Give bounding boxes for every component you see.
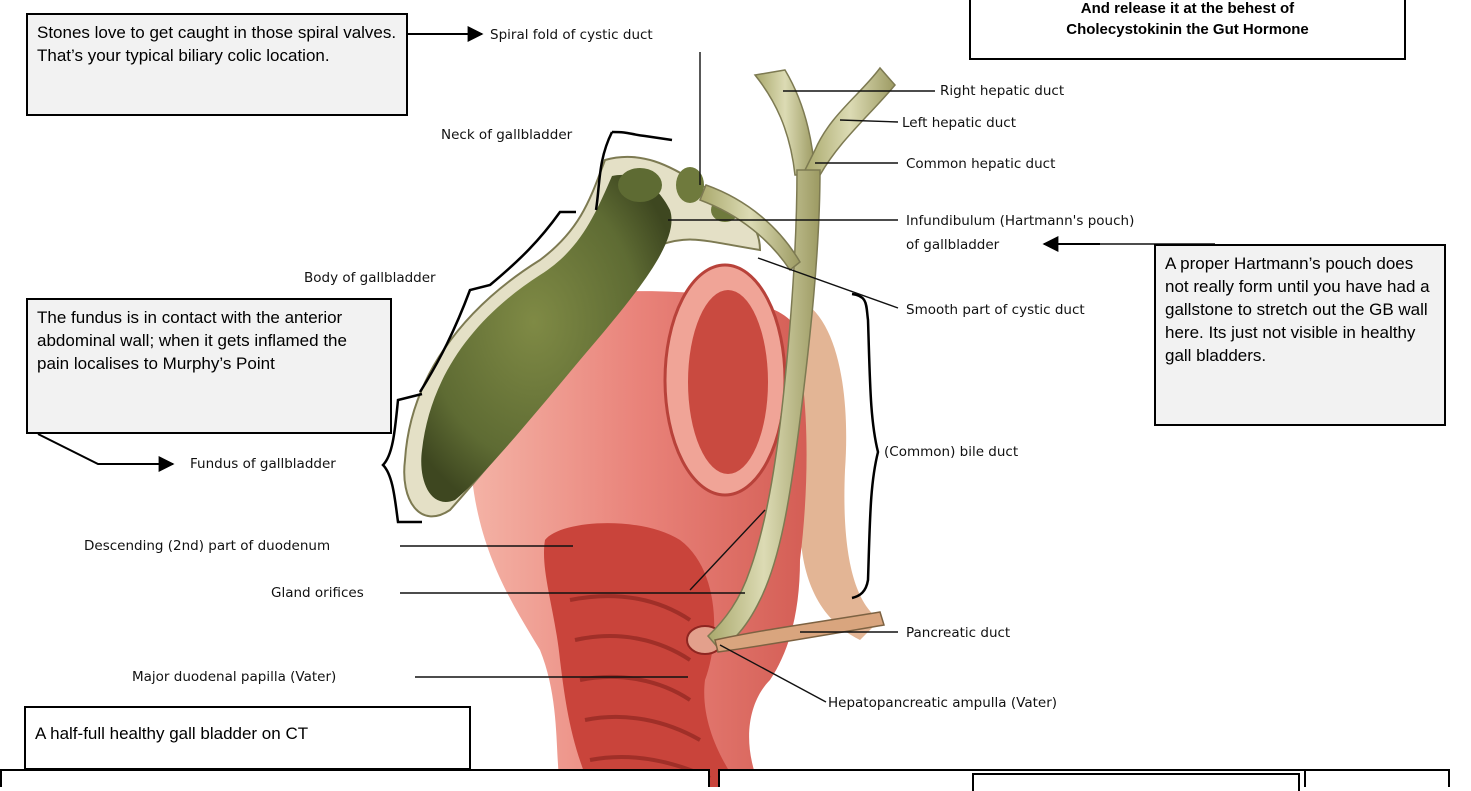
label-major-papilla: Major duodenal papilla (Vater) bbox=[132, 669, 336, 685]
label-neck: Neck of gallbladder bbox=[441, 127, 572, 143]
label-spiral-fold: Spiral fold of cystic duct bbox=[490, 27, 653, 43]
label-hepatopancreatic: Hepatopancreatic ampulla (Vater) bbox=[828, 695, 1057, 711]
label-right-hepatic: Right hepatic duct bbox=[940, 83, 1064, 99]
note-spiral-stones: Stones love to get caught in those spira… bbox=[26, 13, 408, 116]
leader-hepatopancreatic bbox=[720, 645, 826, 702]
leader-gland-orifices-2 bbox=[690, 510, 765, 590]
label-infundibulum-1: Infundibulum (Hartmann's pouch) bbox=[906, 213, 1134, 229]
label-smooth-part: Smooth part of cystic duct bbox=[906, 302, 1085, 318]
ct-panel-frame bbox=[0, 769, 710, 787]
label-pancreatic-duct: Pancreatic duct bbox=[906, 625, 1010, 641]
note-ct-caption: A half-full healthy gall bladder on CT bbox=[24, 706, 471, 770]
label-gland-orifices: Gland orifices bbox=[271, 585, 364, 601]
note-cholecystokinin-line2: Cholecystokinin the Gut Hormone bbox=[980, 19, 1395, 40]
label-descending: Descending (2nd) part of duodenum bbox=[84, 538, 330, 554]
note-cholecystokinin: And release it at the behest of Cholecys… bbox=[969, 0, 1406, 60]
label-body: Body of gallbladder bbox=[304, 270, 436, 286]
arrow-fundus-note bbox=[38, 434, 173, 464]
label-infundibulum-2: of gallbladder bbox=[906, 237, 999, 253]
bracket-common-bile bbox=[852, 294, 878, 598]
leader-smooth-part bbox=[758, 258, 898, 308]
bottom-panel-frame-2 bbox=[972, 773, 1300, 791]
bracket-neck-2 bbox=[596, 132, 612, 210]
note-fundus-contact: The fundus is in contact with the anteri… bbox=[26, 298, 392, 434]
note-cholecystokinin-line1: And release it at the behest of bbox=[980, 0, 1395, 19]
leader-left-hepatic bbox=[840, 120, 898, 122]
note-hartmann-pouch: A proper Hartmann’s pouch does not reall… bbox=[1154, 244, 1446, 426]
label-common-hepatic: Common hepatic duct bbox=[906, 156, 1055, 172]
label-common-bile: (Common) bile duct bbox=[884, 444, 1018, 460]
bottom-panel-frame-3 bbox=[1304, 769, 1450, 787]
bracket-body bbox=[420, 212, 576, 392]
bracket-neck bbox=[612, 132, 672, 140]
label-left-hepatic: Left hepatic duct bbox=[902, 115, 1016, 131]
label-fundus: Fundus of gallbladder bbox=[190, 456, 336, 472]
